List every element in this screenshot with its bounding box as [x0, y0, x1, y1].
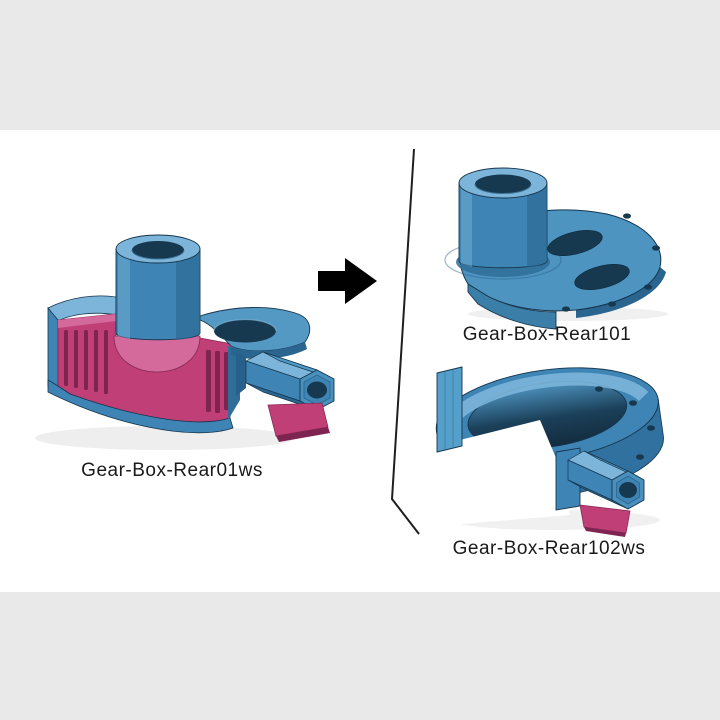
rib-slot	[74, 330, 78, 388]
bolt-hole	[647, 425, 655, 431]
section-hub	[113, 335, 201, 373]
label-gear-box-rear01ws: Gear-Box-Rear01ws	[81, 460, 263, 481]
bolt-hole	[608, 301, 616, 307]
split-divider-line	[391, 148, 420, 535]
rib-slot	[94, 330, 98, 392]
bolt-hole	[652, 245, 660, 251]
base-plate-edge	[576, 267, 666, 318]
rib-slot	[84, 330, 88, 390]
plate-skirt	[467, 283, 557, 330]
fitting-bore-hole	[619, 482, 637, 498]
section-top-strip	[58, 314, 116, 328]
rib-slot	[104, 330, 108, 394]
model-result-gear-box-rear101	[444, 167, 668, 330]
bolt-hole	[595, 386, 603, 392]
ring-end-cap-left	[436, 366, 463, 453]
label-gear-box-rear102ws: Gear-Box-Rear102ws	[452, 538, 646, 559]
bolt-hole	[623, 213, 631, 219]
label-gear-box-rear101: Gear-Box-Rear101	[462, 324, 632, 345]
section-wedge-edge	[276, 427, 330, 442]
rib-slot	[206, 350, 211, 412]
hex-fitting-collar	[236, 352, 246, 396]
cylinder-shade	[176, 250, 200, 340]
cylinder-highlight	[118, 250, 130, 339]
bolt-hole	[636, 454, 644, 460]
mount-plate-edge	[231, 342, 307, 360]
bolt-hole	[562, 306, 570, 312]
section-wedge-edge	[584, 527, 626, 537]
model-source-gear-box-rear01ws	[35, 234, 335, 450]
cylinder-shade	[527, 184, 547, 268]
cylinder-bore-hole	[132, 241, 184, 259]
bolt-hole	[644, 284, 652, 290]
cylinder-bore-rim	[131, 249, 185, 260]
rib-slot	[64, 330, 68, 386]
housing-bottom-wall	[47, 379, 234, 434]
end-cap-rib	[444, 369, 454, 450]
fitting-bore-hole	[307, 381, 327, 399]
rib-slot	[224, 352, 229, 410]
mount-plate-hole	[214, 319, 276, 343]
model-result-gear-box-rear102ws	[420, 366, 664, 537]
cylinder-bore-hole	[475, 174, 531, 194]
arrow-right-icon	[318, 258, 377, 304]
ring-rim-highlight	[443, 372, 649, 428]
mount-plate-hole-rim	[213, 318, 277, 332]
ground-shadow	[35, 426, 295, 450]
cylinder-side	[458, 182, 548, 269]
plate-hole-2	[574, 264, 630, 290]
cylinder-highlight	[461, 184, 472, 267]
bolt-hole	[629, 400, 637, 406]
cylinder-bore-rim	[474, 183, 532, 194]
plate-hole-1	[547, 230, 603, 256]
rib-slot	[215, 351, 220, 413]
